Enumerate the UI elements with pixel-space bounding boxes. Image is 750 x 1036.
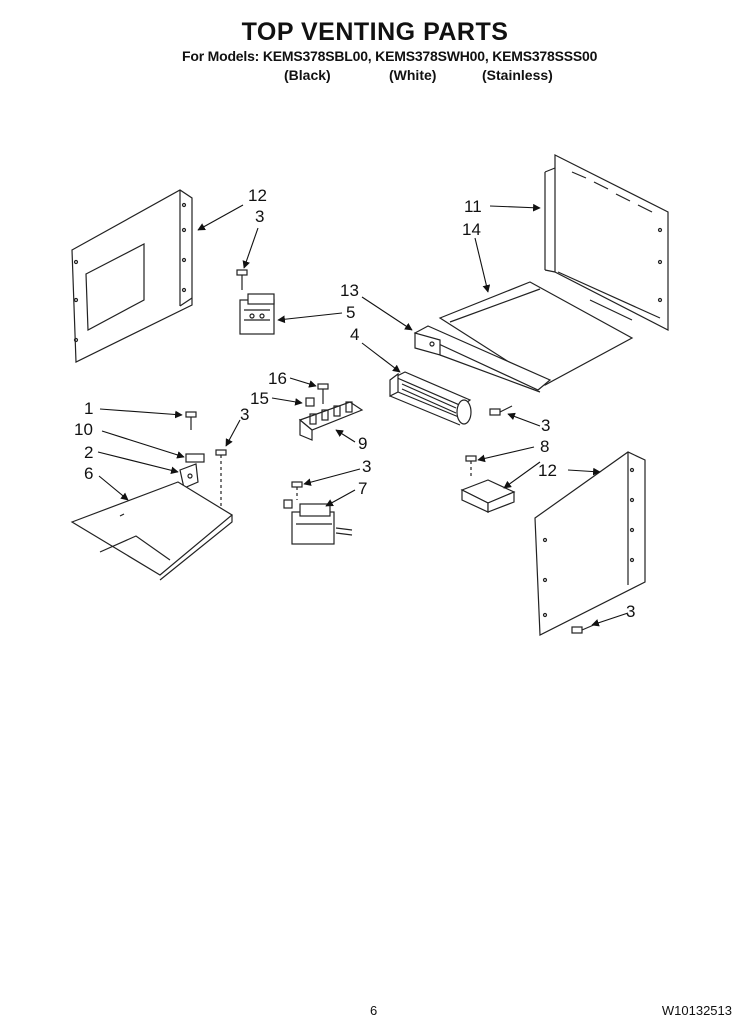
- screws: [185, 269, 597, 634]
- callout-7: 7: [358, 479, 367, 498]
- leader-lines: [97, 203, 629, 627]
- callout-3-mid-left: 3: [240, 405, 249, 424]
- callout-12-right: 12: [538, 461, 557, 480]
- callout-2: 2: [84, 443, 93, 462]
- callout-12-left: 12: [248, 186, 267, 205]
- variant-black: (Black): [284, 67, 331, 83]
- part-8-module: [460, 479, 516, 513]
- callout-labels: 12 3 5 13 4 16 15 1 10 2 6 3 9 3 7 11 14…: [74, 186, 635, 621]
- page-title: TOP VENTING PARTS: [241, 18, 509, 46]
- page-number: 6: [370, 1003, 378, 1018]
- part-10-pin: [185, 453, 205, 463]
- part-13-vent-strip: [413, 325, 552, 393]
- variant-white: (White): [389, 67, 437, 83]
- callout-8: 8: [540, 437, 549, 456]
- part-11-rear-panel: [544, 154, 669, 331]
- callout-9: 9: [358, 434, 367, 453]
- part-6-bottom-plate: [70, 481, 234, 581]
- part-12-left-panel: [71, 189, 193, 363]
- part-4-blower: [389, 371, 472, 426]
- callout-10: 10: [74, 420, 93, 439]
- document-code: W10132513: [661, 1003, 732, 1018]
- callout-1: 1: [84, 399, 93, 418]
- part-14-duct-plate: [438, 281, 634, 386]
- variant-stainless: (Stainless): [482, 67, 553, 83]
- callout-3-top: 3: [255, 207, 264, 226]
- callout-13: 13: [340, 281, 359, 300]
- callout-3-bottom: 3: [626, 602, 635, 621]
- models-line: For Models: KEMS378SBL00, KEMS378SWH00, …: [182, 48, 598, 64]
- callout-14: 14: [462, 220, 481, 239]
- callout-16: 16: [268, 369, 287, 388]
- callout-3-mid: 3: [362, 457, 371, 476]
- callout-15: 15: [250, 389, 269, 408]
- callout-6: 6: [84, 464, 93, 483]
- callout-4: 4: [350, 325, 359, 344]
- part-5-switch: [239, 293, 275, 335]
- part-7-transformer: [283, 499, 353, 545]
- callout-11: 11: [464, 197, 482, 216]
- part-12-right-panel: [534, 451, 646, 636]
- callout-5: 5: [346, 303, 355, 322]
- part-9-terminal-block: [298, 397, 364, 441]
- part-2-bracket: [179, 463, 199, 489]
- callout-3-right: 3: [541, 416, 550, 435]
- exploded-parts-diagram: 12 3 5 13 4 16 15 1 10 2 6 3 9 3 7 11 14…: [70, 154, 669, 636]
